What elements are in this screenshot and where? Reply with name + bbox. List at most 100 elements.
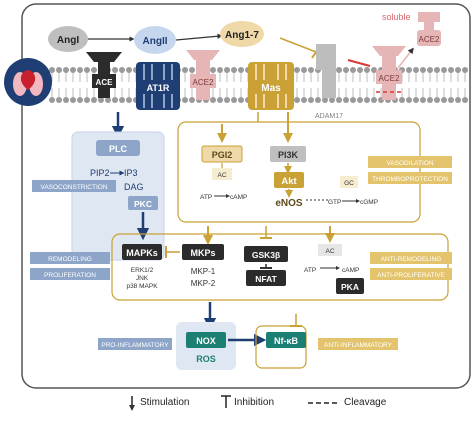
lipid-head [224,67,230,73]
legend-inhibition: Inhibition [234,397,275,408]
thromboprotection-tag [368,172,452,184]
lipid-head [294,97,300,103]
lipid-head [238,67,244,73]
mapks-label: MAPKs [126,248,158,258]
mas-receptor: Mas [248,62,294,110]
anti-proliferative-tag [370,268,452,280]
proliferation-label: PROLIFERATION [44,272,96,279]
mkp1-label: MKP-1 [191,267,216,276]
lipid-head [308,97,314,103]
lipid-head [210,67,216,73]
jnk-label: JNK [136,275,149,282]
ang17-ellipse [220,21,264,47]
lipid-head [231,67,237,73]
ip3-label: IP3 [124,168,138,178]
lipid-head [455,97,461,103]
lipid-head [350,97,356,103]
heart-lungs-icon [4,58,52,106]
proliferation-tag [30,268,110,280]
lipid-head [434,97,440,103]
lipid-head [336,67,342,73]
ace-label: ACE [96,78,114,87]
lipid-head [343,97,349,103]
lipid-head [427,97,433,103]
mapks-node [122,244,162,260]
lipid-head [413,67,419,73]
lipid-head [371,97,377,103]
pi3k-label: PI3K [278,150,299,160]
anti-remodeling-label: ANTI-REMODELING [381,256,442,263]
pka-label: PKA [341,282,359,292]
lipid-head [441,67,447,73]
lipid-head [455,67,461,73]
nfat-label: NFAT [255,274,277,284]
atp2-label: ATP [304,267,316,274]
nfat-node [246,270,286,286]
lipid-head [294,67,300,73]
lipid-head [315,97,321,103]
camp-label: cAMP [230,194,247,201]
vasoconstriction-tag [32,180,116,192]
lipid-head [91,97,97,103]
lipid-head [420,97,426,103]
pka-node [336,278,364,294]
p38-label: p38 MAPK [126,283,158,290]
lipid-head [238,97,244,103]
enos-label: eNOS [275,198,303,209]
camp2-label: cAMP [342,267,359,274]
kinase-box [111,233,449,301]
lipid-head [119,67,125,73]
plc-label: PLC [109,144,128,154]
cgmp-label: cGMP [360,199,378,206]
lipid-head [336,97,342,103]
thromboprotection-label: THROMBOPROTECTION [372,176,448,183]
adam17-enzyme: ADAM17 [315,44,343,120]
adam17-label: ADAM17 [315,113,343,120]
lipid-head [224,97,230,103]
akt-label: Akt [281,176,297,187]
ace2-soluble-shape [418,12,440,30]
lipid-head [364,67,370,73]
pip2-label: PIP2 [90,168,110,178]
at1r-receptor: AT1R [136,62,180,110]
pro-inflammatory-label: PRO-INFLAMMATORY [101,342,169,349]
lipid-head [399,97,405,103]
ac-label: AC [217,172,226,179]
lipid-head [126,97,132,103]
gc-node [340,176,358,188]
lipid-head [63,67,69,73]
lipid-head [189,67,195,73]
lipid-head [70,97,76,103]
lipid-head [350,67,356,73]
lipid-head [182,97,188,103]
nfkb-node [266,332,306,348]
lipid-head [63,97,69,103]
lipid-head [84,67,90,73]
vasoconstriction-label: VASOCONSTRICTION [40,184,107,191]
nox-node [186,332,226,348]
ace2-label: ACE2 [193,78,214,87]
lipid-head [91,67,97,73]
ace2-soluble-label: ACE2 [419,35,440,44]
plc-node [96,140,140,156]
legend: Stimulation Inhibition Cleavage [130,393,430,413]
ace-receptor: ACE [86,52,122,98]
anti-proliferative-label: ANTI-PROLIFERATIVE [377,272,445,279]
lipid-head [231,97,237,103]
lipid-head [322,97,328,103]
pgi2-label: PGI2 [212,150,233,160]
lipid-head [371,67,377,73]
lipid-head [301,67,307,73]
lipid-head [217,97,223,103]
akt-node [274,172,304,188]
lipid-head [462,67,468,73]
gc-label: GC [344,180,354,187]
angI-ellipse [48,26,88,52]
vasodilation-label: VASODILATION [386,160,433,167]
lipid-head [56,67,62,73]
lipid-head [357,97,363,103]
lipid-head [420,67,426,73]
lipid-head [105,97,111,103]
gtp-label: GTP [328,199,341,206]
